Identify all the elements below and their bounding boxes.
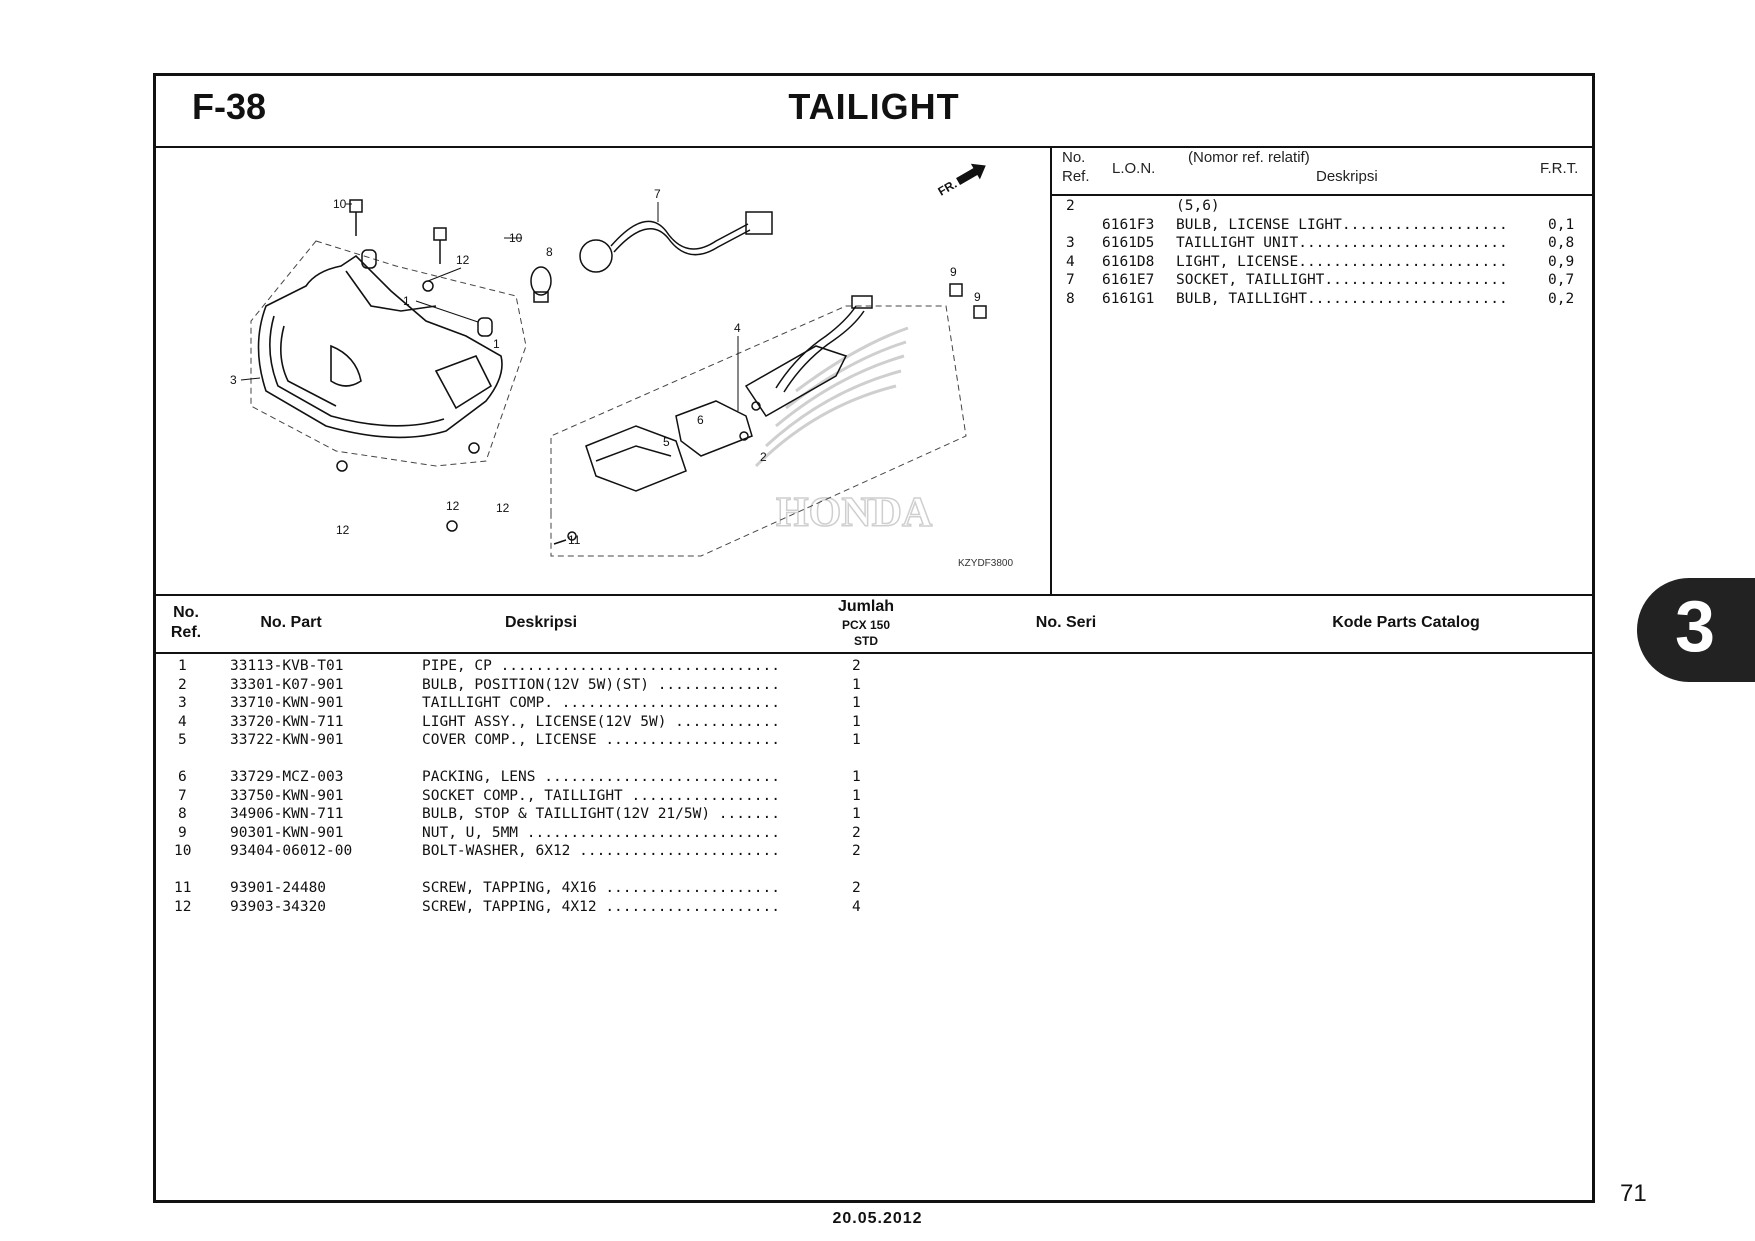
pipe-cp-part bbox=[361, 249, 493, 337]
honda-wing-watermark-icon bbox=[754, 326, 909, 468]
exploded-parts-diagram: HONDA FR. bbox=[156, 146, 1052, 594]
page-number: 71 bbox=[1620, 1180, 1647, 1207]
parts-col-desc: Deskripsi bbox=[504, 614, 578, 631]
section-tab-number: 3 bbox=[1675, 587, 1716, 667]
frt-table-header: No. Ref. L.O.N. (Nomor ref. relatif) Des… bbox=[1052, 146, 1592, 196]
callout-label: 11 bbox=[568, 533, 581, 547]
frt-col-lon: L.O.N. bbox=[1112, 160, 1156, 177]
taillight-socket-part bbox=[579, 211, 773, 273]
taillight-unit-part bbox=[257, 254, 503, 439]
parts-col-part: No. Part bbox=[260, 614, 322, 631]
callout-label: 1 bbox=[403, 294, 410, 308]
callout-label: 2 bbox=[760, 450, 767, 464]
license-assembly-outline bbox=[550, 305, 967, 557]
callout-label: 12 bbox=[496, 501, 510, 515]
row-group-gap bbox=[156, 751, 1592, 770]
diagram-code: KZYDF3800 bbox=[958, 558, 1014, 569]
stop-taillight-bulb-part bbox=[530, 266, 552, 303]
license-light-assembly-part bbox=[585, 295, 873, 492]
table-row: 4 6161D8 LIGHT, LICENSE.................… bbox=[1066, 253, 1575, 270]
frt-col-ref: Ref. bbox=[1062, 168, 1090, 185]
callout-label: 3 bbox=[230, 373, 237, 387]
taillight-exploded-drawing: HONDA FR. bbox=[230, 163, 987, 557]
publication-date: 20.05.2012 bbox=[832, 1210, 923, 1227]
page-title: TAILIGHT bbox=[788, 86, 960, 127]
u-nut-part bbox=[949, 283, 987, 319]
catalog-page-frame: F-38 TAILIGHT HONDA FR. bbox=[153, 73, 1595, 1203]
table-row: 3 6161D5 TAILLIGHT UNIT.................… bbox=[1066, 235, 1575, 251]
honda-watermark-text: HONDA bbox=[776, 490, 933, 536]
direction-label: FR. bbox=[936, 177, 960, 199]
callout-label: 10 bbox=[333, 197, 347, 211]
bolt-washer-part bbox=[349, 199, 447, 264]
callout-leader-lines bbox=[240, 202, 739, 411]
flat-rate-time-table: No. Ref. L.O.N. (Nomor ref. relatif) Des… bbox=[1052, 146, 1592, 594]
parts-col-catalog: Kode Parts Catalog bbox=[1332, 614, 1480, 631]
frt-col-relatif: (Nomor ref. relatif) bbox=[1188, 149, 1310, 166]
page-header: F-38 TAILIGHT bbox=[156, 76, 1592, 148]
callout-label: 9 bbox=[950, 265, 957, 279]
callout-label: 12 bbox=[446, 499, 460, 513]
parts-col-model: PCX 150 bbox=[841, 618, 891, 632]
assembly-outline bbox=[250, 240, 527, 467]
table-row: 2 (5,6) bbox=[1066, 198, 1220, 214]
frt-table-body: 2 (5,6) 6161F3 BULB, LICENSE LIGHT......… bbox=[1052, 198, 1592, 309]
callout-label: 12 bbox=[456, 253, 470, 267]
callout-label: 1 bbox=[493, 337, 500, 351]
parts-table-header: No. Ref. No. Part Deskripsi Jumlah PCX 1… bbox=[156, 594, 1592, 654]
parts-col-qty: Jumlah bbox=[837, 598, 894, 615]
callout-label: 5 bbox=[663, 435, 670, 449]
frt-col-frt: F.R.T. bbox=[1540, 160, 1579, 177]
table-row: 6161F3 BULB, LICENSE LIGHT..............… bbox=[1102, 216, 1575, 233]
parts-col-std: STD bbox=[854, 634, 878, 648]
callout-label: 6 bbox=[697, 413, 704, 427]
row-group-gap bbox=[156, 862, 1592, 881]
parts-col-no: No. bbox=[173, 604, 199, 621]
parts-col-seri: No. Seri bbox=[1035, 614, 1097, 631]
table-row: 7 6161E7 SOCKET, TAILLIGHT..............… bbox=[1066, 272, 1575, 288]
callout-label: 4 bbox=[734, 321, 741, 335]
callout-label: 8 bbox=[546, 245, 553, 259]
callout-label: 7 bbox=[654, 187, 661, 201]
section-tab: 3 bbox=[1637, 578, 1755, 682]
parts-col-ref: Ref. bbox=[170, 624, 202, 641]
frt-col-no: No. bbox=[1062, 149, 1086, 166]
callout-label: 12 bbox=[336, 523, 350, 537]
table-row: 8 6161G1 BULB, TAILLIGHT................… bbox=[1066, 290, 1575, 307]
front-direction-arrow-icon: FR. bbox=[936, 163, 986, 199]
frt-col-desc: Deskripsi bbox=[1316, 168, 1378, 185]
page-code: F-38 bbox=[192, 86, 267, 127]
callout-label: 9 bbox=[974, 290, 981, 304]
